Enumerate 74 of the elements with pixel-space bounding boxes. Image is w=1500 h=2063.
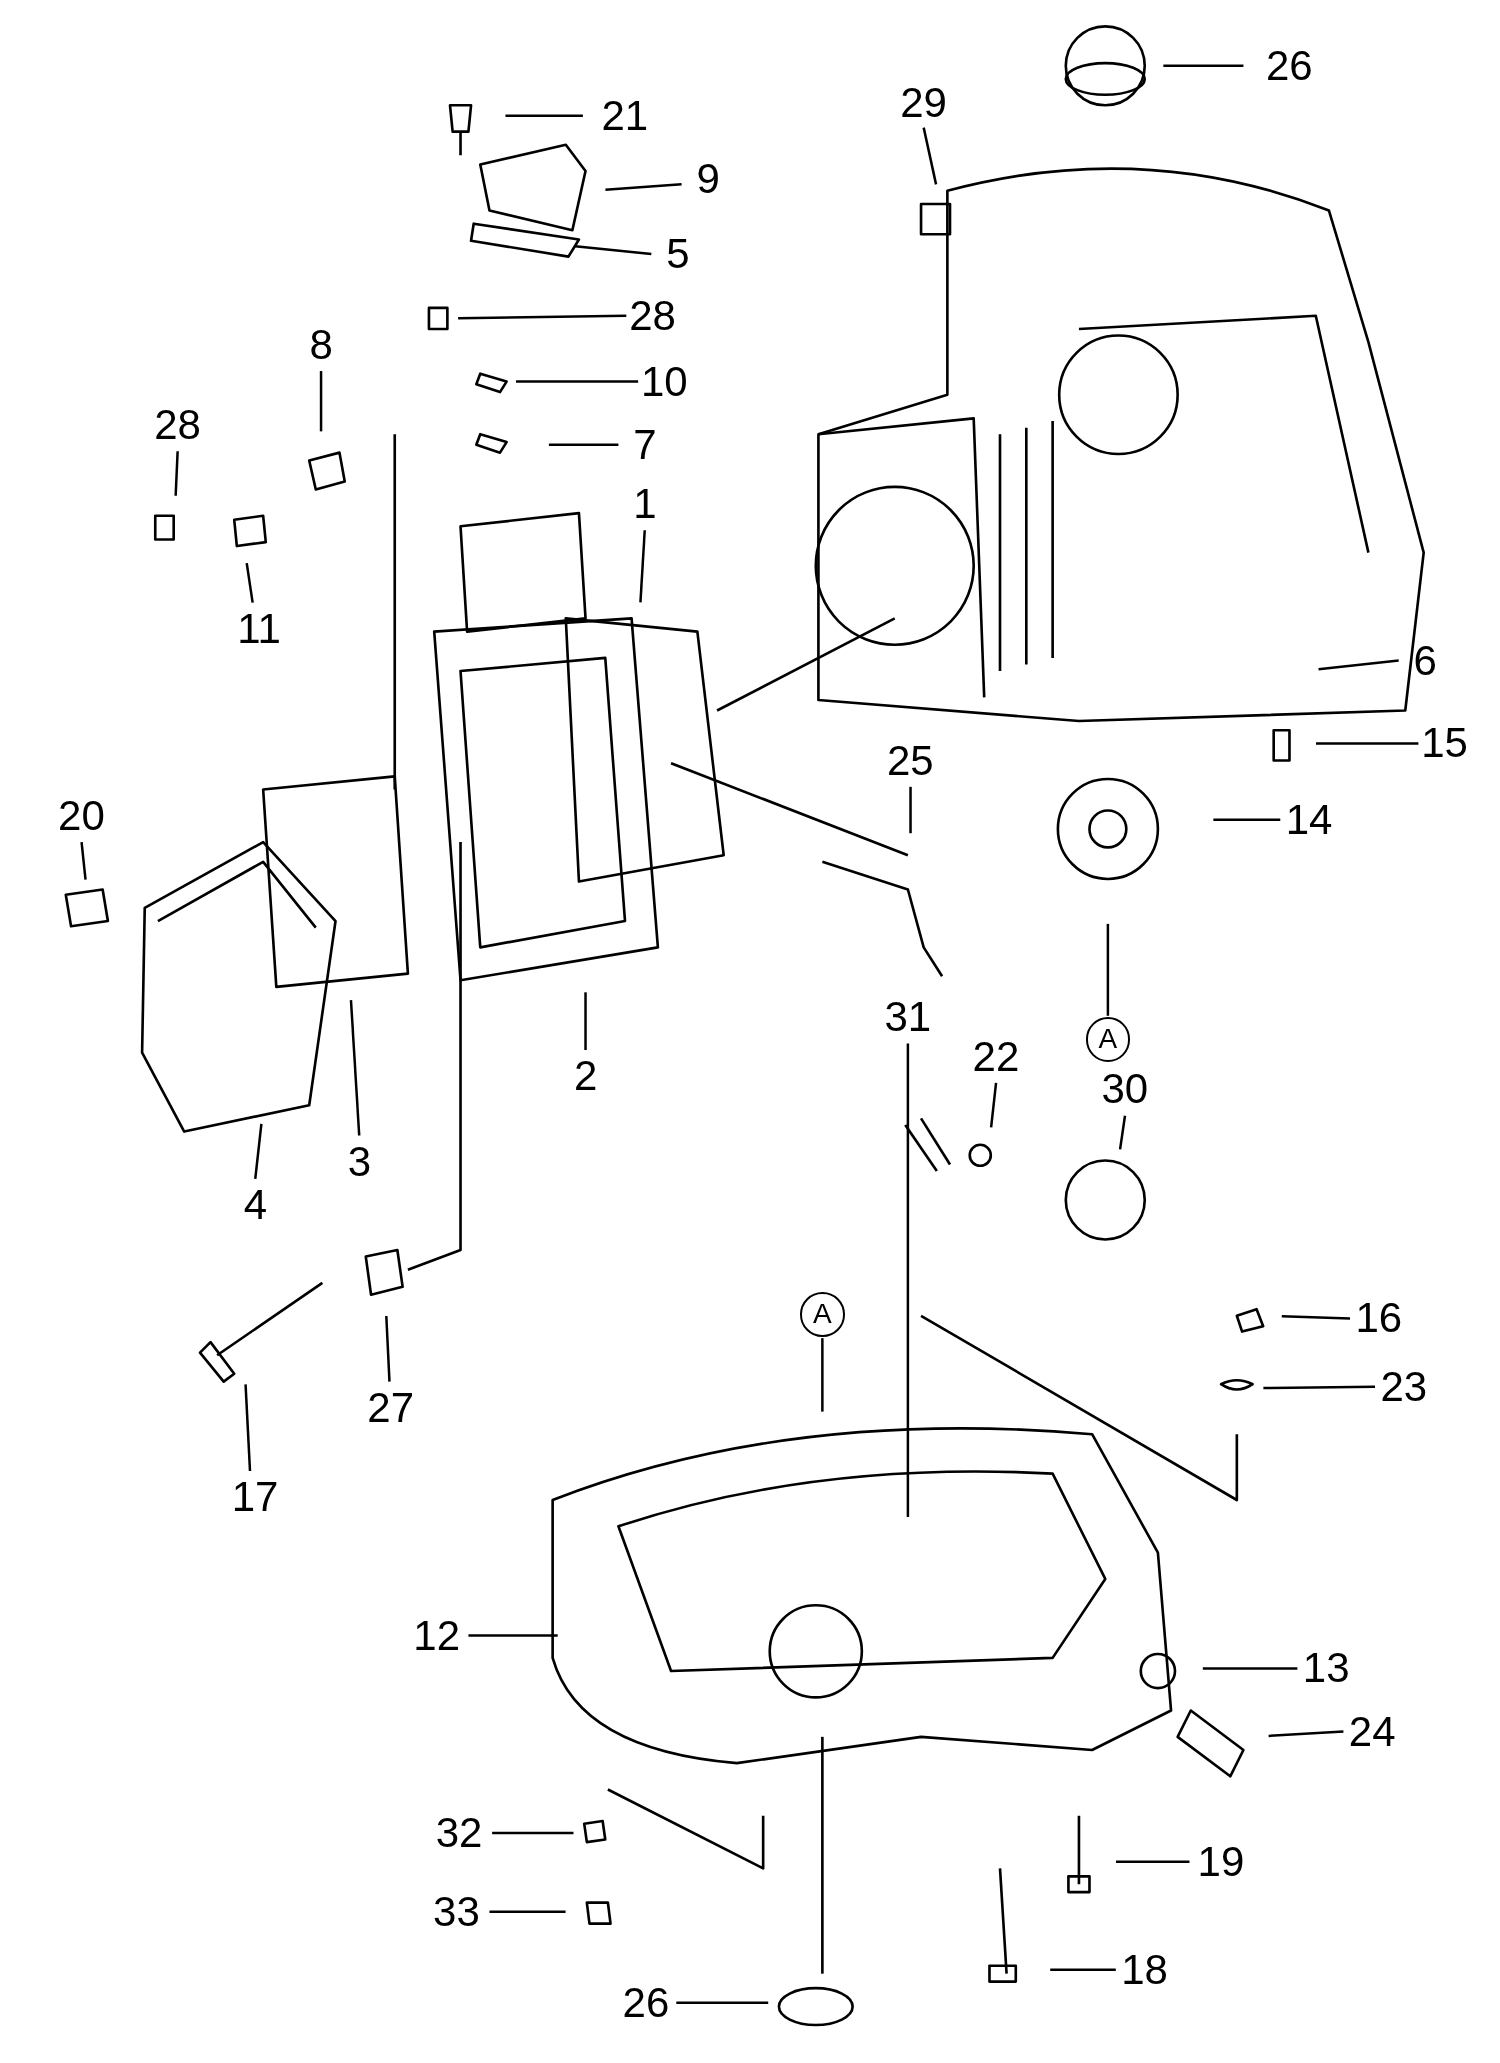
leader-line [1118, 1115, 1127, 1150]
leader-line [385, 1315, 391, 1382]
callout-number: 3 [347, 1138, 372, 1185]
callout-number: 24 [1348, 1708, 1396, 1755]
leader-line [319, 371, 323, 432]
callout-number: 7 [633, 421, 657, 468]
callout-number: 9 [696, 155, 720, 202]
leader-line [639, 530, 646, 603]
reference-circle: A [800, 1292, 845, 1337]
callout-number: 30 [1101, 1066, 1149, 1113]
leader-line [468, 1634, 558, 1637]
leader-line [1213, 818, 1281, 821]
callout-number: 26 [1265, 42, 1313, 89]
leader-line [575, 245, 652, 256]
leader-line [1163, 64, 1244, 68]
leader-line [584, 992, 587, 1050]
callout-number: 16 [1355, 1295, 1403, 1342]
leader-line [1263, 1385, 1375, 1390]
callout-number: 14 [1285, 796, 1333, 843]
leader-line [1268, 1730, 1344, 1738]
callout-number: 1 [633, 480, 657, 527]
leader-line [989, 1082, 998, 1128]
callout-number: 29 [900, 79, 947, 126]
leader-line [605, 182, 682, 191]
callout-number: 21 [601, 92, 649, 139]
leader-line [174, 451, 179, 496]
leader-line [80, 842, 87, 880]
leader-line [349, 1000, 361, 1136]
leader-line [244, 1384, 252, 1472]
callout-number: 4 [243, 1182, 268, 1229]
leader-line [909, 786, 912, 834]
leader-line [1106, 923, 1110, 1016]
leader-line [1202, 1667, 1298, 1670]
leader-line [1316, 742, 1419, 745]
callout-number: 26 [622, 1979, 670, 2026]
leader-line [548, 443, 619, 446]
leader-line [1116, 1860, 1190, 1864]
callout-number: 27 [367, 1384, 414, 1431]
callout-number: 15 [1421, 720, 1468, 767]
leader-line [489, 1910, 566, 1914]
callout-number: 25 [887, 737, 934, 784]
callout-number: 19 [1197, 1838, 1245, 1885]
leader-line [1318, 659, 1399, 671]
callout-number: 11 [237, 605, 281, 652]
leader-line [1281, 1315, 1351, 1320]
callout-number: 5 [666, 230, 690, 277]
callout-number: 20 [58, 792, 105, 839]
callout-number: 13 [1302, 1645, 1350, 1692]
leader-line [458, 314, 627, 320]
callout-number: 33 [433, 1888, 480, 1935]
leader-line [922, 127, 938, 185]
leader-line [1050, 1968, 1116, 1971]
callout-number: 6 [1413, 637, 1437, 684]
callout-number: 17 [231, 1474, 279, 1521]
callout-number: 8 [309, 321, 333, 368]
leader-line [492, 1831, 574, 1835]
leader-line [821, 1338, 824, 1412]
callout-number: 2 [574, 1053, 598, 1100]
callout-number: 18 [1121, 1946, 1168, 1993]
callout-number: 10 [640, 358, 688, 405]
leader-line [676, 2001, 769, 2004]
leader-line [254, 1123, 263, 1180]
callout-number: 32 [435, 1809, 483, 1856]
callout-number: 22 [972, 1033, 1020, 1080]
callout-number: 31 [884, 994, 932, 1041]
callout-number: 28 [629, 292, 676, 339]
leader-line [516, 380, 639, 383]
callout-number: 23 [1380, 1363, 1428, 1410]
leader-line [906, 1043, 910, 1517]
leader-line [505, 114, 583, 118]
callout-number: 28 [154, 402, 201, 448]
reference-circle: A [1085, 1017, 1131, 1062]
leader-line [245, 562, 254, 603]
callout-number: 12 [413, 1612, 461, 1659]
